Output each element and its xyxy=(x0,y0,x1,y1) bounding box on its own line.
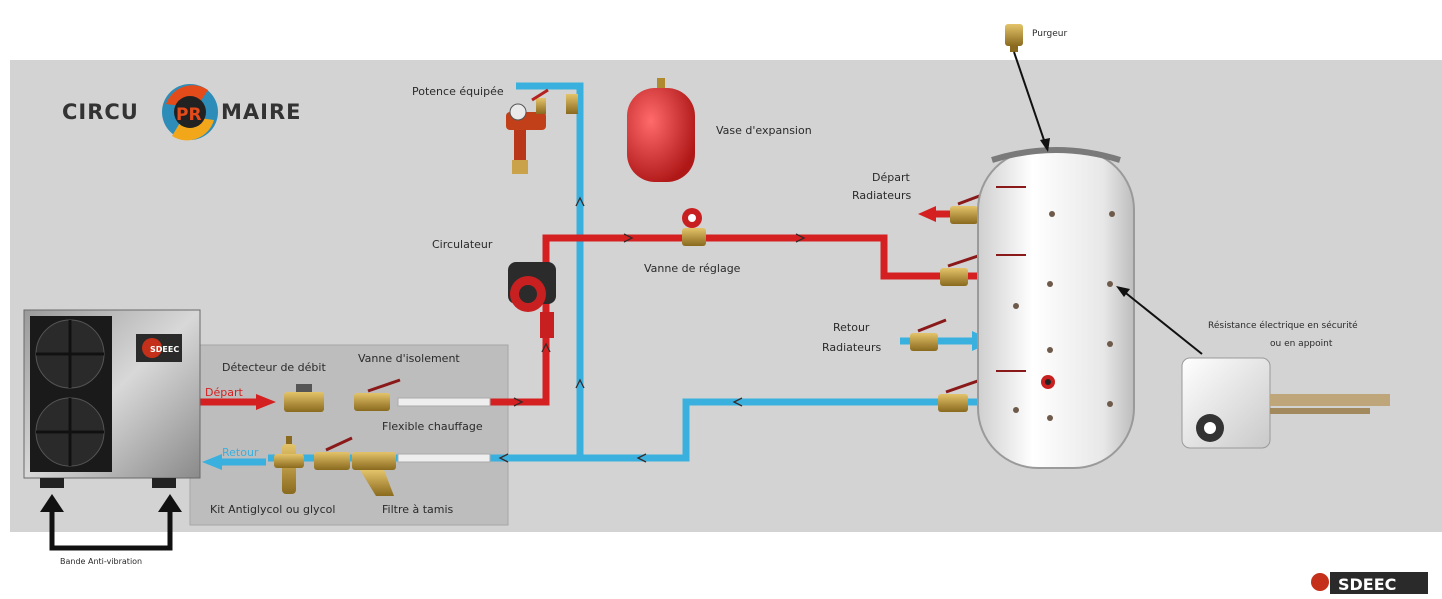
logo-center: PR xyxy=(176,105,202,125)
resistance-pointer xyxy=(1121,289,1203,355)
antiglycol-kit xyxy=(274,436,304,494)
label-vanne-isolement: Vanne d'isolement xyxy=(358,352,460,365)
label-circulateur: Circulateur xyxy=(432,238,493,251)
electric-resistance xyxy=(1181,357,1390,449)
flow-detector xyxy=(284,384,324,412)
background-lower-right xyxy=(1160,532,1442,542)
label-purgeur: Purgeur xyxy=(1032,29,1067,39)
sdeec-logo-text: SDEEC xyxy=(1338,575,1396,594)
label-flexible: Flexible chauffage xyxy=(382,420,483,433)
label-depart-radiateurs-2: Radiateurs xyxy=(852,189,911,202)
hot-arrow-radiator-departure xyxy=(918,206,936,222)
heat-pump-unit: SDEEC xyxy=(23,309,201,488)
equipment-panel xyxy=(189,344,509,526)
label-retour-radiateurs-2: Radiateurs xyxy=(822,341,881,354)
flow-arrows xyxy=(498,196,806,463)
regulating-valve xyxy=(682,208,706,246)
label-filtre: Filtre à tamis xyxy=(382,503,454,516)
label-retour: Retour xyxy=(222,446,259,459)
purgeur-pointer xyxy=(1013,51,1047,147)
logo-part2: MAIRE xyxy=(221,100,301,124)
label-resistance-1: Résistance électrique en sécurité xyxy=(1208,320,1358,331)
logo-part1: CIRCU xyxy=(62,100,139,124)
strainer-filter xyxy=(352,452,396,496)
potence-assembly xyxy=(506,88,578,174)
label-depart: Départ xyxy=(205,386,243,399)
sdeec-logo: SDEEC xyxy=(1311,572,1428,594)
anti-vibration-bracket xyxy=(49,512,173,551)
label-retour-radiateurs-1: Retour xyxy=(833,321,870,334)
cold-pipe-riser xyxy=(516,82,584,458)
unit-badge-logo xyxy=(142,338,162,358)
label-potence: Potence équipée xyxy=(412,85,504,98)
expansion-vessel xyxy=(627,78,695,182)
label-detecteur: Détecteur de débit xyxy=(222,361,326,374)
cold-arrow-retour-head xyxy=(202,454,222,470)
hot-arrow-depart-head xyxy=(256,394,276,410)
circulator-pump xyxy=(508,262,556,338)
purgeur-icon xyxy=(1005,24,1023,52)
label-vanne-reglage: Vanne de réglage xyxy=(644,262,741,275)
label-vase: Vase d'expansion xyxy=(716,124,812,137)
label-depart-radiateurs-1: Départ xyxy=(872,171,910,184)
circuit-primaire-logo: CIRCU PR MAIRE xyxy=(62,84,301,141)
isolation-valve-top xyxy=(354,378,401,411)
label-kit-antiglycol: Kit Antiglycol ou glycol xyxy=(210,503,335,516)
label-resistance-2: ou en appoint xyxy=(1270,339,1333,349)
unit-badge-text: SDEEC xyxy=(150,345,179,354)
label-bande: Bande Anti-vibration xyxy=(60,557,142,566)
isolation-valve-bottom xyxy=(314,436,353,470)
flexible-hose-top xyxy=(397,397,491,407)
buffer-tank xyxy=(977,147,1135,469)
flexible-hose-bottom xyxy=(397,453,491,463)
